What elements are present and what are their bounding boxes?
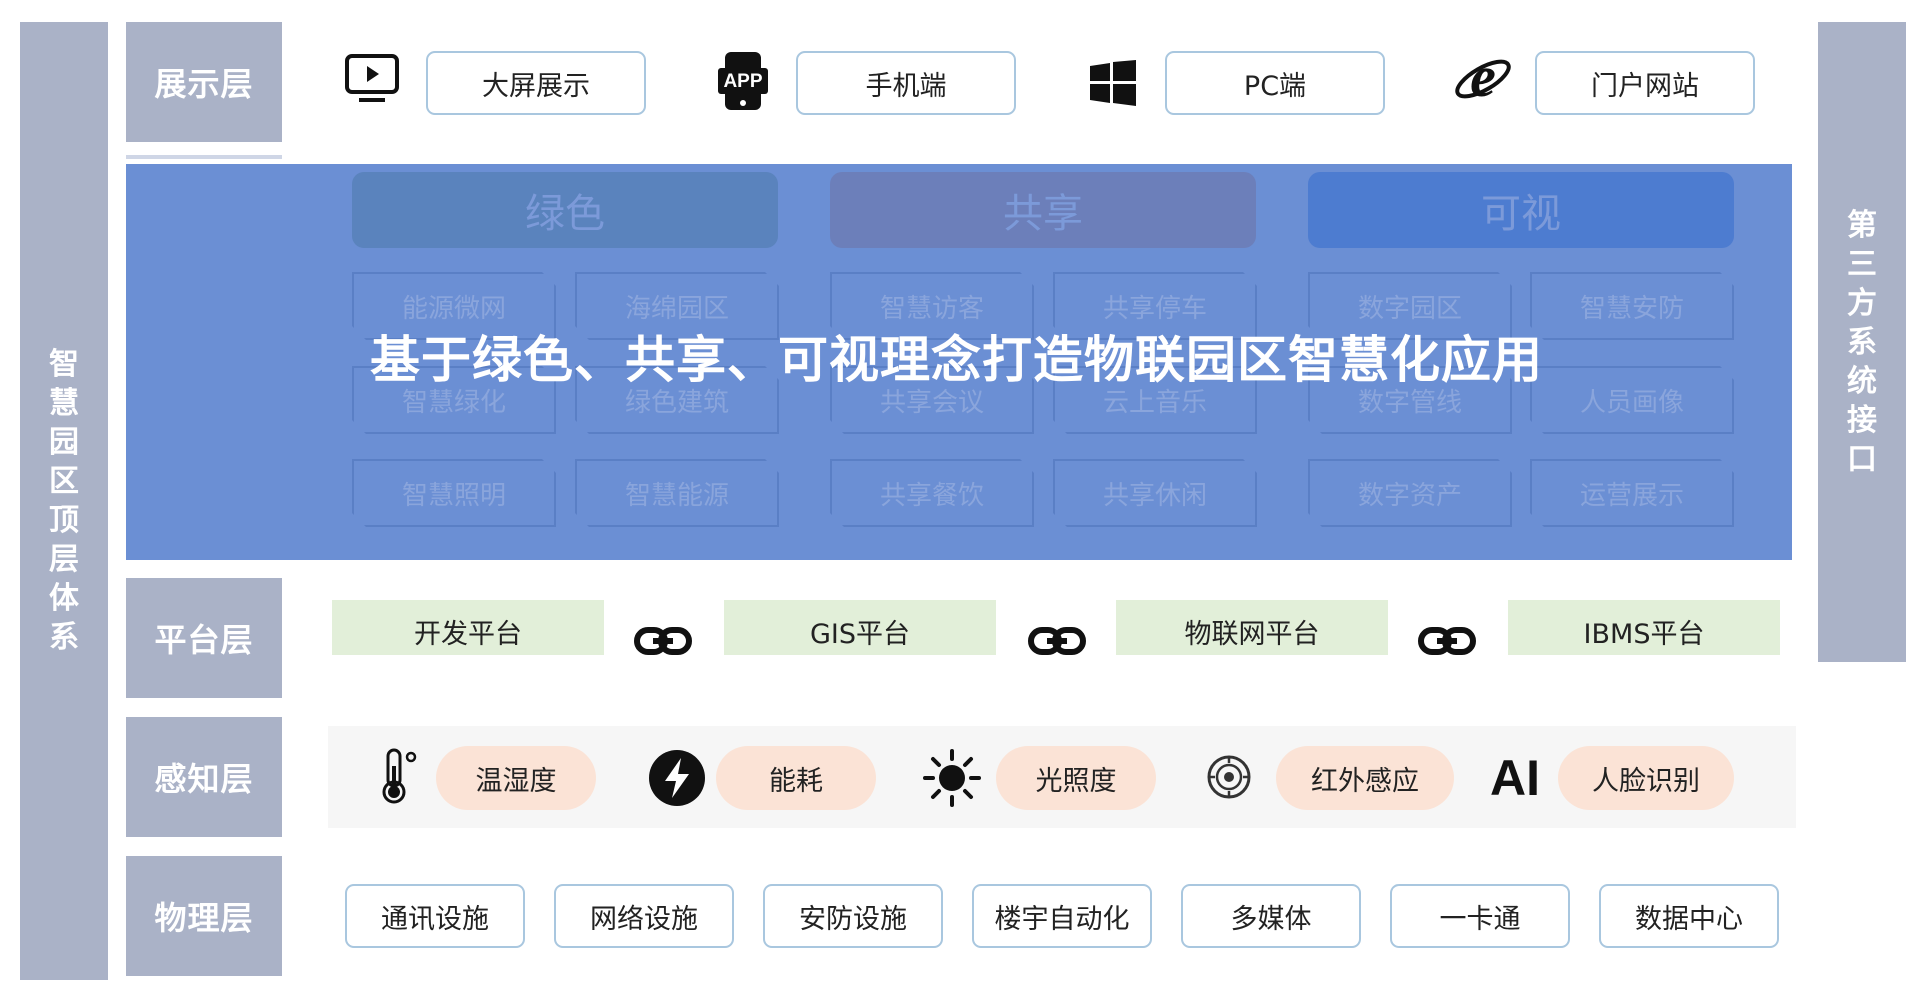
thermometer-icon (378, 748, 422, 806)
ie-browser-icon: e (1452, 48, 1514, 110)
right-interface-label: 第 三 方 系 统 接 口 (1818, 22, 1906, 662)
app-item[interactable]: 共享停车 (1053, 272, 1257, 340)
physical-item[interactable]: 安防设施 (763, 884, 943, 948)
platform-layer-label: 平台层 (126, 578, 282, 698)
sensing-item-energy[interactable]: 能耗 (716, 746, 876, 810)
category-green-header: 绿色 (352, 172, 778, 248)
right-label-char: 接 (1847, 402, 1877, 438)
left-label-char: 体 (49, 581, 79, 616)
left-label-char: 系 (49, 620, 79, 655)
app-item[interactable]: 数字管线 (1308, 366, 1512, 434)
right-label-char: 方 (1847, 285, 1877, 321)
right-label-char: 统 (1847, 363, 1877, 399)
app-item[interactable]: 共享会议 (830, 366, 1034, 434)
ie-icon-text: e (1470, 48, 1496, 109)
left-label-char: 智 (49, 347, 79, 382)
left-label-char: 层 (49, 542, 79, 577)
windows-icon (1090, 60, 1136, 106)
sun-icon (922, 748, 982, 808)
physical-item[interactable]: 一卡通 (1390, 884, 1570, 948)
category-visual-header: 可视 (1308, 172, 1734, 248)
app-item[interactable]: 能源微网 (352, 272, 556, 340)
right-label-char: 系 (1847, 324, 1877, 360)
platform-dev[interactable]: 开发平台 (332, 600, 604, 655)
app-item[interactable]: 智慧安防 (1530, 272, 1734, 340)
app-item[interactable]: 绿色建筑 (575, 366, 779, 434)
display-item-pc[interactable]: PC端 (1165, 51, 1385, 115)
application-banner: 基于绿色、共享、可视理念打造物联园区智慧化应用 (370, 331, 1543, 389)
platform-gis[interactable]: GIS平台 (724, 600, 996, 655)
app-item[interactable]: 海绵园区 (575, 272, 779, 340)
physical-item[interactable]: 多媒体 (1181, 884, 1361, 948)
app-icon: APP (718, 50, 768, 112)
display-item-big-screen[interactable]: 大屏展示 (426, 51, 646, 115)
app-item[interactable]: 智慧绿化 (352, 366, 556, 434)
physical-item[interactable]: 网络设施 (554, 884, 734, 948)
sensing-item-light[interactable]: 光照度 (996, 746, 1156, 810)
app-icon-text: APP (723, 71, 762, 92)
display-item-portal[interactable]: 门户网站 (1535, 51, 1755, 115)
physical-item[interactable]: 楼宇自动化 (972, 884, 1152, 948)
app-item[interactable]: 智慧能源 (575, 459, 779, 527)
infrared-sensor-icon (1206, 754, 1252, 800)
physical-layer-label: 物理层 (126, 856, 282, 976)
app-item[interactable]: 智慧照明 (352, 459, 556, 527)
right-label-char: 三 (1847, 246, 1877, 282)
app-item[interactable]: 云上音乐 (1053, 366, 1257, 434)
link-icon (634, 626, 692, 656)
display-item-mobile[interactable]: 手机端 (796, 51, 1016, 115)
right-label-char: 第 (1847, 207, 1877, 243)
left-system-label: 智 慧 园 区 顶 层 体 系 (20, 22, 108, 980)
physical-item[interactable]: 通讯设施 (345, 884, 525, 948)
app-item[interactable]: 共享餐饮 (830, 459, 1034, 527)
sensing-item-humidity[interactable]: 温湿度 (436, 746, 596, 810)
sensing-item-face[interactable]: 人脸识别 (1558, 746, 1734, 810)
app-item[interactable]: 数字资产 (1308, 459, 1512, 527)
display-layer-label: 展示层 (126, 22, 282, 142)
left-label-char: 顶 (49, 503, 79, 538)
left-label-char: 区 (49, 464, 79, 499)
category-share-header: 共享 (830, 172, 1256, 248)
app-item[interactable]: 数字园区 (1308, 272, 1512, 340)
right-label-char: 口 (1847, 441, 1877, 477)
app-item[interactable]: 共享休闲 (1053, 459, 1257, 527)
platform-iot[interactable]: 物联网平台 (1116, 600, 1388, 655)
sensing-layer-label: 感知层 (126, 717, 282, 837)
monitor-play-icon (344, 52, 400, 108)
link-icon (1418, 626, 1476, 656)
layer-divider (126, 155, 282, 159)
left-label-char: 园 (49, 425, 79, 460)
lightning-icon (648, 749, 706, 807)
left-label-char: 慧 (49, 386, 79, 421)
platform-ibms[interactable]: IBMS平台 (1508, 600, 1780, 655)
app-item[interactable]: 智慧访客 (830, 272, 1034, 340)
physical-item[interactable]: 数据中心 (1599, 884, 1779, 948)
sensing-item-infrared[interactable]: 红外感应 (1276, 746, 1454, 810)
link-icon (1028, 626, 1086, 656)
app-item[interactable]: 运营展示 (1530, 459, 1734, 527)
ai-icon: AI (1490, 750, 1540, 806)
app-item[interactable]: 人员画像 (1530, 366, 1734, 434)
